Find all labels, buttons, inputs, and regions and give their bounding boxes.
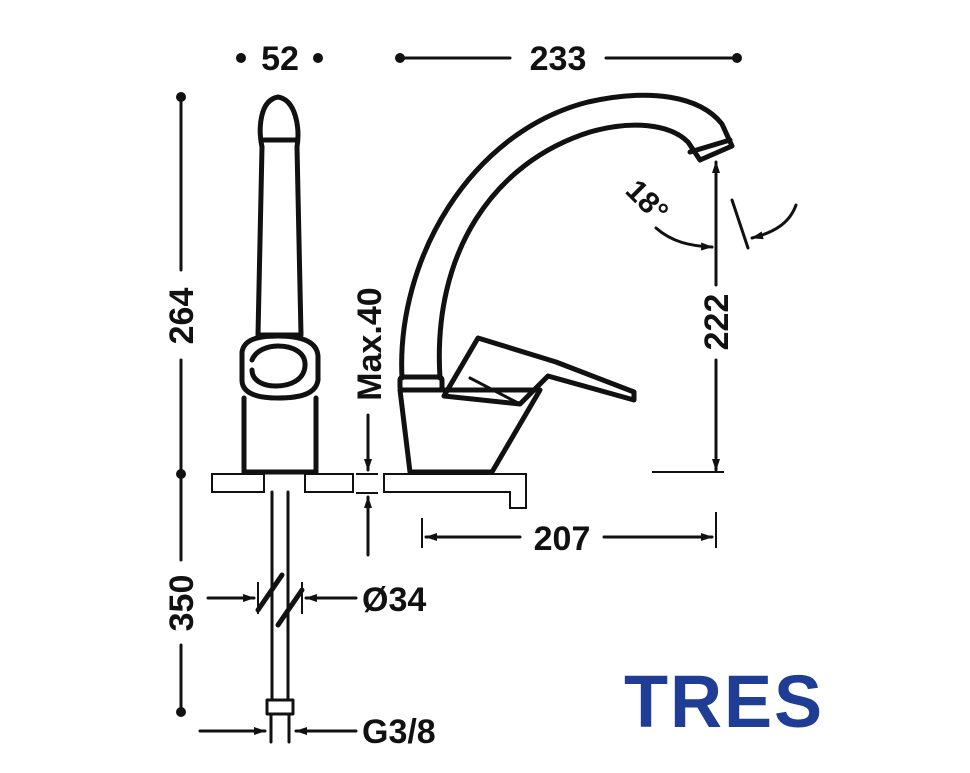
label-spout-reach: 233 xyxy=(530,40,587,78)
label-body-width: 52 xyxy=(261,40,299,78)
brand-name: TRES xyxy=(624,660,824,743)
front-body xyxy=(241,395,319,475)
label-hose-thread: G3/8 xyxy=(362,713,436,751)
side-lever xyxy=(441,335,637,407)
side-countertop xyxy=(383,473,527,509)
dim-52-left-dot xyxy=(236,53,246,63)
dim-18-arc-right xyxy=(750,203,798,240)
label-hole-diameter: Ø34 xyxy=(362,581,426,619)
front-spout-tip xyxy=(257,94,301,150)
front-spout xyxy=(255,144,304,338)
label-spout-angle: 18° xyxy=(619,174,674,229)
side-lever-detail xyxy=(468,376,522,406)
dim-52-right-dot xyxy=(313,53,323,63)
label-base-to-outlet: 207 xyxy=(534,520,591,558)
dimension-lines xyxy=(176,53,798,735)
dimension-labels: 52 233 264 Max.40 222 18° 207 350 Ø34 G3… xyxy=(163,40,736,751)
brand-logo: TRES xyxy=(624,660,824,743)
front-handle-inner xyxy=(249,343,308,389)
side-view xyxy=(383,92,735,509)
hose-break-1 xyxy=(255,572,285,613)
front-countertop-right xyxy=(304,473,354,493)
front-view xyxy=(211,94,354,744)
label-hose-length: 350 xyxy=(163,575,201,632)
side-aerator xyxy=(687,137,733,155)
hose-break-2 xyxy=(275,587,305,628)
dim-18-arc-left xyxy=(654,226,714,251)
hose-nut xyxy=(265,698,295,716)
dim-18-ref-line xyxy=(730,198,750,250)
label-total-height: 264 xyxy=(163,288,201,345)
label-handle-clearance: Max.40 xyxy=(351,287,389,400)
label-outlet-height: 222 xyxy=(698,294,736,351)
front-countertop-left xyxy=(211,473,265,493)
side-spout-outer xyxy=(399,92,735,381)
front-handle xyxy=(239,333,321,401)
